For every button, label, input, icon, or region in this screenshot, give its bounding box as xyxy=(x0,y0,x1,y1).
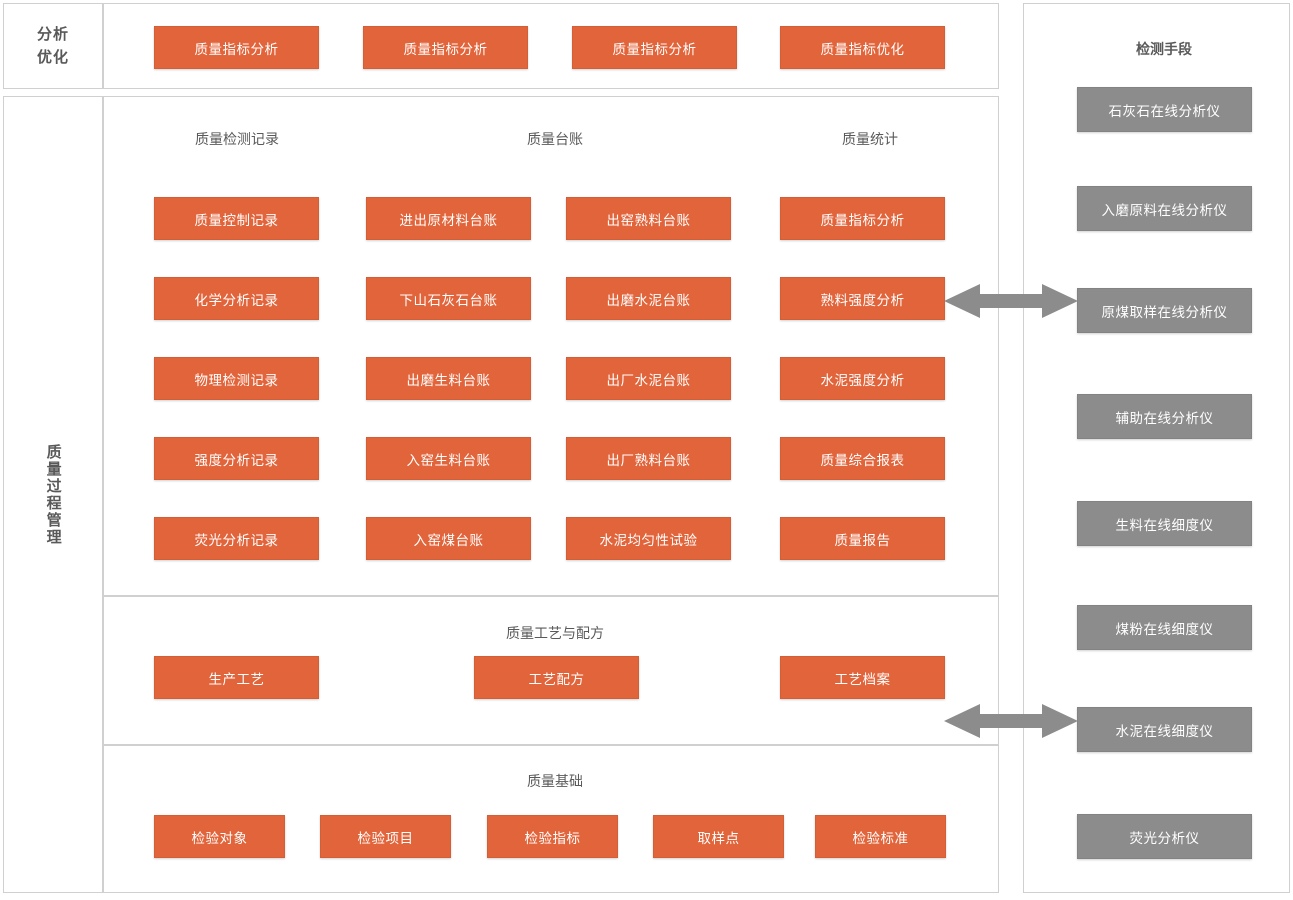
statistics-card-label: 质量报告 xyxy=(834,532,891,548)
ledger-card[interactable]: 入窑生料台账 xyxy=(366,437,531,480)
process-recipe-card-label: 生产工艺 xyxy=(208,671,265,687)
record-card[interactable]: 质量控制记录 xyxy=(154,197,319,240)
record-card[interactable]: 化学分析记录 xyxy=(154,277,319,320)
ledger-card-label: 下山石灰石台账 xyxy=(399,292,498,308)
ledger-card-label: 出窑熟料台账 xyxy=(606,212,691,228)
analysis-card[interactable]: 质量指标分析 xyxy=(154,26,319,69)
detection-card[interactable]: 原煤取样在线分析仪 xyxy=(1077,288,1252,333)
analysis-optimization-label-panel: 分析 优化 xyxy=(3,3,103,89)
ledger-card[interactable]: 水泥均匀性试验 xyxy=(566,517,731,560)
detection-card[interactable]: 辅助在线分析仪 xyxy=(1077,394,1252,439)
analysis-card[interactable]: 质量指标优化 xyxy=(780,26,945,69)
detection-card-label: 水泥在线细度仪 xyxy=(1115,723,1214,739)
quality-base-card[interactable]: 检验指标 xyxy=(487,815,618,858)
analysis-optimization-label: 分析 优化 xyxy=(37,23,69,70)
quality-base-card-label: 取样点 xyxy=(697,830,740,846)
record-card-label: 质量控制记录 xyxy=(194,212,279,228)
quality-base-card-label: 检验对象 xyxy=(191,830,248,846)
detection-card-label: 入磨原料在线分析仪 xyxy=(1101,202,1228,218)
section-title-process-recipe: 质量工艺与配方 xyxy=(506,625,604,641)
ledger-card-label: 入窑煤台账 xyxy=(413,532,484,548)
ledger-card-label: 出厂水泥台账 xyxy=(606,372,691,388)
detection-card-label: 煤粉在线细度仪 xyxy=(1115,621,1214,637)
ledger-card[interactable]: 出厂水泥台账 xyxy=(566,357,731,400)
detection-card[interactable]: 入磨原料在线分析仪 xyxy=(1077,186,1252,231)
ledger-card-label: 出厂熟料台账 xyxy=(606,452,691,468)
analysis-card-label: 质量指标分析 xyxy=(612,41,697,57)
ledger-card[interactable]: 进出原材料台账 xyxy=(366,197,531,240)
analysis-card-label: 质量指标分析 xyxy=(403,41,488,57)
quality-process-management-label: 质量过程管理 xyxy=(44,443,62,546)
ledger-card-label: 水泥均匀性试验 xyxy=(599,532,698,548)
record-card[interactable]: 强度分析记录 xyxy=(154,437,319,480)
ledger-card[interactable]: 出窑熟料台账 xyxy=(566,197,731,240)
record-card-label: 化学分析记录 xyxy=(194,292,279,308)
ledger-card-label: 入窑生料台账 xyxy=(406,452,491,468)
process-recipe-card[interactable]: 生产工艺 xyxy=(154,656,319,699)
ledger-card[interactable]: 下山石灰石台账 xyxy=(366,277,531,320)
process-recipe-card-label: 工艺档案 xyxy=(834,671,891,687)
detection-card[interactable]: 水泥在线细度仪 xyxy=(1077,707,1252,752)
quality-base-panel: 质量基础 检验对象 检验项目 检验指标 取样点 检验标准 xyxy=(103,745,999,893)
quality-base-card[interactable]: 检验对象 xyxy=(154,815,285,858)
ledger-card-label: 出磨水泥台账 xyxy=(606,292,691,308)
process-recipe-card[interactable]: 工艺配方 xyxy=(474,656,639,699)
detection-card[interactable]: 石灰石在线分析仪 xyxy=(1077,87,1252,132)
quality-base-card[interactable]: 取样点 xyxy=(653,815,784,858)
detection-card[interactable]: 生料在线细度仪 xyxy=(1077,501,1252,546)
statistics-card[interactable]: 熟料强度分析 xyxy=(780,277,945,320)
analysis-card[interactable]: 质量指标分析 xyxy=(363,26,528,69)
process-recipe-card[interactable]: 工艺档案 xyxy=(780,656,945,699)
quality-base-card[interactable]: 检验项目 xyxy=(320,815,451,858)
quality-records-panel: 质量检测记录 质量台账 质量统计 质量控制记录 化学分析记录 物理检测记录 强度… xyxy=(103,96,999,596)
detection-card[interactable]: 煤粉在线细度仪 xyxy=(1077,605,1252,650)
detection-card-label: 石灰石在线分析仪 xyxy=(1108,103,1221,119)
quality-process-management-label-panel: 质量过程管理 xyxy=(3,96,103,893)
statistics-card[interactable]: 质量综合报表 xyxy=(780,437,945,480)
analysis-label-line1: 分析 xyxy=(36,25,69,43)
column-title-quality-statistics: 质量统计 xyxy=(842,131,898,147)
ledger-card-label: 进出原材料台账 xyxy=(399,212,498,228)
quality-base-card-label: 检验标准 xyxy=(852,830,909,846)
quality-base-card-label: 检验项目 xyxy=(357,830,414,846)
detection-card-label: 生料在线细度仪 xyxy=(1115,517,1214,533)
ledger-card[interactable]: 入窑煤台账 xyxy=(366,517,531,560)
analysis-card-label: 质量指标优化 xyxy=(820,41,905,57)
detection-card-label: 荧光分析仪 xyxy=(1129,830,1200,846)
analysis-label-line2: 优化 xyxy=(36,49,69,66)
detection-methods-panel: 检测手段 石灰石在线分析仪 入磨原料在线分析仪 原煤取样在线分析仪 辅助在线分析… xyxy=(1023,3,1290,893)
detection-card[interactable]: 荧光分析仪 xyxy=(1077,814,1252,859)
ledger-card-label: 出磨生料台账 xyxy=(406,372,491,388)
analysis-card-label: 质量指标分析 xyxy=(194,41,279,57)
detection-card-label: 原煤取样在线分析仪 xyxy=(1101,304,1228,320)
quality-base-card-label: 检验指标 xyxy=(524,830,581,846)
analysis-card[interactable]: 质量指标分析 xyxy=(572,26,737,69)
statistics-card-label: 水泥强度分析 xyxy=(820,372,905,388)
bidirectional-arrow-icon-top xyxy=(944,281,1078,321)
column-title-inspection-records: 质量检测记录 xyxy=(195,131,279,147)
record-card-label: 物理检测记录 xyxy=(194,372,279,388)
column-title-quality-ledger: 质量台账 xyxy=(527,131,583,147)
record-card-label: 强度分析记录 xyxy=(194,452,279,468)
quality-process-recipe-panel: 质量工艺与配方 生产工艺 工艺配方 工艺档案 xyxy=(103,596,999,745)
ledger-card[interactable]: 出磨水泥台账 xyxy=(566,277,731,320)
detection-card-label: 辅助在线分析仪 xyxy=(1115,410,1214,426)
statistics-card-label: 质量综合报表 xyxy=(820,452,905,468)
statistics-card[interactable]: 质量报告 xyxy=(780,517,945,560)
statistics-card[interactable]: 水泥强度分析 xyxy=(780,357,945,400)
bidirectional-arrow-icon-bottom xyxy=(944,701,1078,741)
analysis-row-panel: 质量指标分析 质量指标分析 质量指标分析 质量指标优化 xyxy=(103,3,999,89)
section-title-quality-base: 质量基础 xyxy=(527,773,583,789)
statistics-card-label: 质量指标分析 xyxy=(820,212,905,228)
record-card-label: 荧光分析记录 xyxy=(194,532,279,548)
record-card[interactable]: 物理检测记录 xyxy=(154,357,319,400)
statistics-card-label: 熟料强度分析 xyxy=(820,292,905,308)
record-card[interactable]: 荧光分析记录 xyxy=(154,517,319,560)
statistics-card[interactable]: 质量指标分析 xyxy=(780,197,945,240)
quality-base-card[interactable]: 检验标准 xyxy=(815,815,946,858)
process-recipe-card-label: 工艺配方 xyxy=(528,671,585,687)
section-title-detection-methods: 检测手段 xyxy=(1136,41,1192,57)
ledger-card[interactable]: 出厂熟料台账 xyxy=(566,437,731,480)
ledger-card[interactable]: 出磨生料台账 xyxy=(366,357,531,400)
